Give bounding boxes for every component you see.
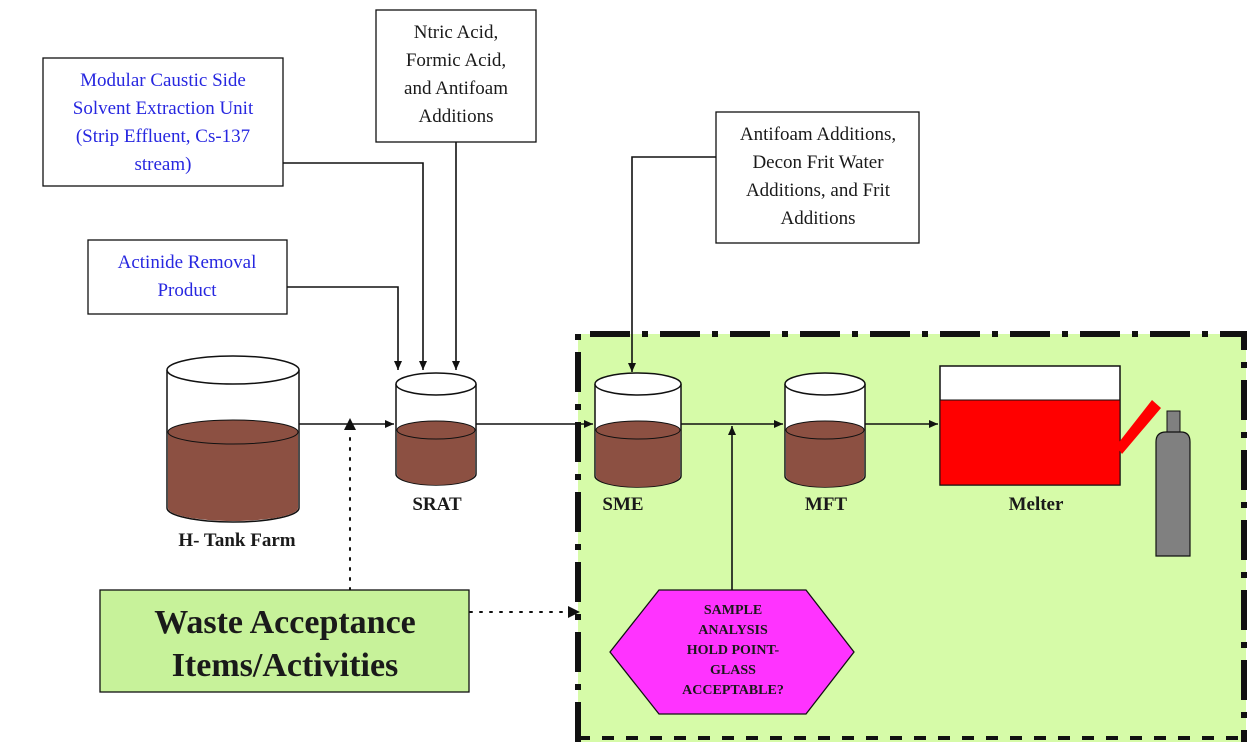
mcu-to-srat-arrow xyxy=(283,162,427,370)
melter-label: Melter xyxy=(1009,494,1064,515)
antifoam-input-box: Antifoam Additions, Decon Frit Water Add… xyxy=(715,111,920,244)
waste-acceptance-box: Waste Acceptance Items/Activities xyxy=(99,589,470,693)
antifoam-line-4: Additions xyxy=(781,208,856,229)
acid-line-3: and Antifoam xyxy=(404,78,508,99)
acid-line-4: Additions xyxy=(419,106,494,127)
acid-line-2: Formic Acid, xyxy=(406,50,506,71)
input-connectors xyxy=(283,142,716,372)
actinide-to-srat-arrow xyxy=(287,286,402,370)
srat-label: SRAT xyxy=(412,494,462,515)
hold-point-line-1: SAMPLE xyxy=(704,603,762,618)
mft-vessel: MFT xyxy=(784,372,866,515)
antifoam-to-sme-arrow xyxy=(628,156,716,372)
acid-input-box: Ntric Acid, Formic Acid, and Antifoam Ad… xyxy=(375,9,537,143)
sme-vessel: SME xyxy=(594,372,682,515)
antifoam-line-2: Decon Frit Water xyxy=(752,152,884,173)
actinide-line-1: Actinide Removal xyxy=(118,252,257,273)
wa-dotted-right-head xyxy=(568,606,580,618)
mft-label: MFT xyxy=(805,494,848,515)
hold-point-line-4: GLASS xyxy=(710,663,756,678)
antifoam-line-1: Antifoam Additions, xyxy=(740,124,896,145)
tank-farm-label: H- Tank Farm xyxy=(178,530,295,551)
melter-pour-spout xyxy=(1116,400,1161,454)
srat-vessel: SRAT xyxy=(395,372,477,515)
hold-point-line-5: ACCEPTABLE? xyxy=(682,683,784,698)
actinide-line-2: Product xyxy=(157,280,217,301)
waste-acceptance-links xyxy=(344,418,580,618)
process-flow-arrows xyxy=(299,420,938,590)
mcu-line-2: Solvent Extraction Unit xyxy=(73,98,254,119)
waste-acceptance-line-1: Waste Acceptance xyxy=(154,604,416,641)
tank-farm-sludge xyxy=(168,432,298,521)
wa-dotted-up-head xyxy=(344,418,356,430)
sme-sludge xyxy=(596,430,680,487)
hold-point-hexagon: SAMPLE ANALYSIS HOLD POINT- GLASS ACCEPT… xyxy=(609,589,855,715)
antifoam-line-3: Additions, and Frit xyxy=(746,180,891,201)
mcu-line-3: (Strip Effluent, Cs-137 xyxy=(76,126,250,147)
hold-point-line-2: ANALYSIS xyxy=(698,623,768,638)
actinide-input-box: Actinide Removal Product xyxy=(87,239,288,315)
waste-acceptance-line-2: Items/Activities xyxy=(172,647,399,684)
mcu-line-4: stream) xyxy=(135,154,192,175)
melter-glass xyxy=(939,399,1121,486)
sme-label: SME xyxy=(602,494,643,515)
srat-sludge xyxy=(397,430,475,485)
process-zone-border xyxy=(575,331,1247,742)
acid-line-1: Ntric Acid, xyxy=(414,22,498,43)
hold-point-line-3: HOLD POINT- xyxy=(687,643,780,658)
tank-farm-vessel: H- Tank Farm xyxy=(166,355,300,551)
mft-sludge xyxy=(786,430,864,487)
mcu-line-1: Modular Caustic Side xyxy=(80,70,246,91)
canister-icon xyxy=(1155,410,1191,557)
mcu-input-box: Modular Caustic Side Solvent Extraction … xyxy=(42,57,284,187)
melter-unit: Melter xyxy=(939,365,1161,515)
